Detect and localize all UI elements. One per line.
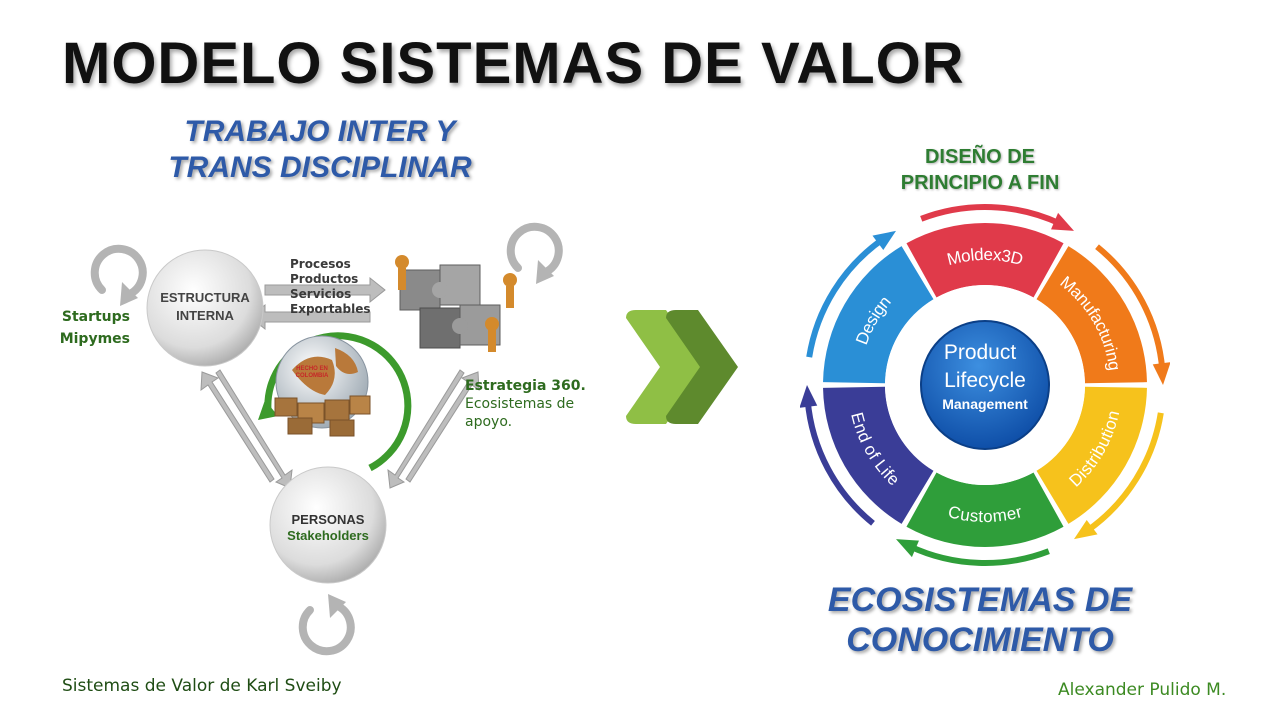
cycle-arrow-head	[1152, 362, 1170, 385]
cycle-arrow-icon	[90, 222, 563, 656]
cycle-arrow-arc	[806, 236, 885, 358]
cycle-arrow-arc	[920, 204, 1062, 227]
eco-line1: ECOSISTEMAS DE	[827, 581, 1133, 619]
lifecycle-segment	[906, 223, 1064, 298]
double-chevron-icon	[626, 310, 738, 424]
cycle-arrow-arc	[1085, 412, 1164, 534]
lifecycle-segment	[823, 386, 934, 524]
page-title: MODELO SISTEMAS DE VALOR	[62, 31, 965, 96]
structure-label-1: ESTRUCTURA	[160, 290, 250, 305]
connector-arrows	[200, 276, 480, 489]
left-heading-line1: TRABAJO INTER Y	[184, 115, 456, 148]
cycle-arrow-arc	[908, 543, 1050, 566]
cycle-arrow-head	[1074, 519, 1098, 540]
center-label-2: Lifecycle	[944, 369, 1026, 392]
globe-label-1: HECHO EN	[296, 366, 328, 372]
lifecycle-segment	[1036, 246, 1147, 384]
lifecycle-segments: Moldex3DManufacturingDistributionCustome…	[823, 223, 1147, 547]
author-credit: Alexander Pulido M.	[1058, 680, 1227, 700]
product-lifecycle-wheel: Moldex3DManufacturingDistributionCustome…	[800, 204, 1170, 566]
cycle-arrow-head	[800, 385, 818, 408]
people-circle: PERSONAS Stakeholders	[269, 466, 387, 584]
stakeholders-label: Stakeholders	[287, 528, 369, 543]
cycle-arrow-head	[1051, 212, 1074, 231]
lifecycle-segment	[1036, 386, 1147, 524]
knowledge-ecosystems-heading: ECOSISTEMAS DE CONOCIMIENTO	[780, 580, 1180, 660]
left-heading-line2: TRANS DISCIPLINAR	[168, 151, 472, 184]
flow-label-servicios: Servicios	[290, 287, 352, 301]
flow-label-procesos: Procesos	[290, 257, 351, 271]
left-labels: Startups Mipymes	[54, 306, 130, 350]
globe-illustration: HECHO EN COLOMBIA	[258, 332, 412, 472]
value-system-diagram: ESTRUCTURA INTERNA PERSONAS Stakeholders…	[90, 222, 563, 656]
people-label: PERSONAS	[292, 512, 365, 527]
cycle-arrow-arc	[1095, 244, 1166, 370]
center-label-1: Product	[944, 341, 1017, 364]
strategy-line2: apoyo.	[465, 414, 513, 430]
wheel-center	[920, 320, 1050, 450]
eco-line2: CONOCIMIENTO	[846, 621, 1114, 659]
cycle-arrow-arc	[804, 400, 875, 526]
flow-label-exportables: Exportables	[290, 302, 371, 316]
cycle-arrow-head	[896, 539, 919, 558]
right-heading: DISEÑO DE PRINCIPIO A FIN	[840, 144, 1120, 196]
label-startups: Startups	[61, 309, 130, 325]
segment-label: Customer	[946, 502, 1024, 526]
lifecycle-segment	[906, 472, 1064, 547]
structure-circle: ESTRUCTURA INTERNA	[146, 249, 264, 367]
right-heading-line2: PRINCIPIO A FIN	[900, 172, 1060, 194]
left-heading: TRABAJO INTER Y TRANS DISCIPLINAR	[100, 114, 540, 186]
puzzle-illustration	[395, 255, 517, 352]
label-mipymes: Mipymes	[59, 331, 130, 347]
flow-label-productos: Productos	[290, 272, 359, 286]
flow-labels: Procesos Productos Servicios Exportables	[290, 257, 371, 317]
globe-label-2: COLOMBIA	[296, 373, 329, 379]
strategy-block: Estrategia 360. Ecosistemas de apoyo.	[465, 377, 586, 431]
right-heading-line1: DISEÑO DE	[924, 146, 1036, 168]
center-label-3: Management	[942, 396, 1028, 412]
source-credit: Sistemas de Valor de Karl Sveiby	[62, 676, 342, 696]
strategy-line1: Ecosistemas de	[465, 396, 575, 412]
lifecycle-segment	[823, 246, 934, 384]
strategy-title: Estrategia 360.	[465, 378, 586, 394]
lifecycle-outer-arrows	[800, 204, 1170, 566]
cycle-arrow-head	[872, 230, 896, 251]
structure-label-2: INTERNA	[176, 308, 234, 323]
